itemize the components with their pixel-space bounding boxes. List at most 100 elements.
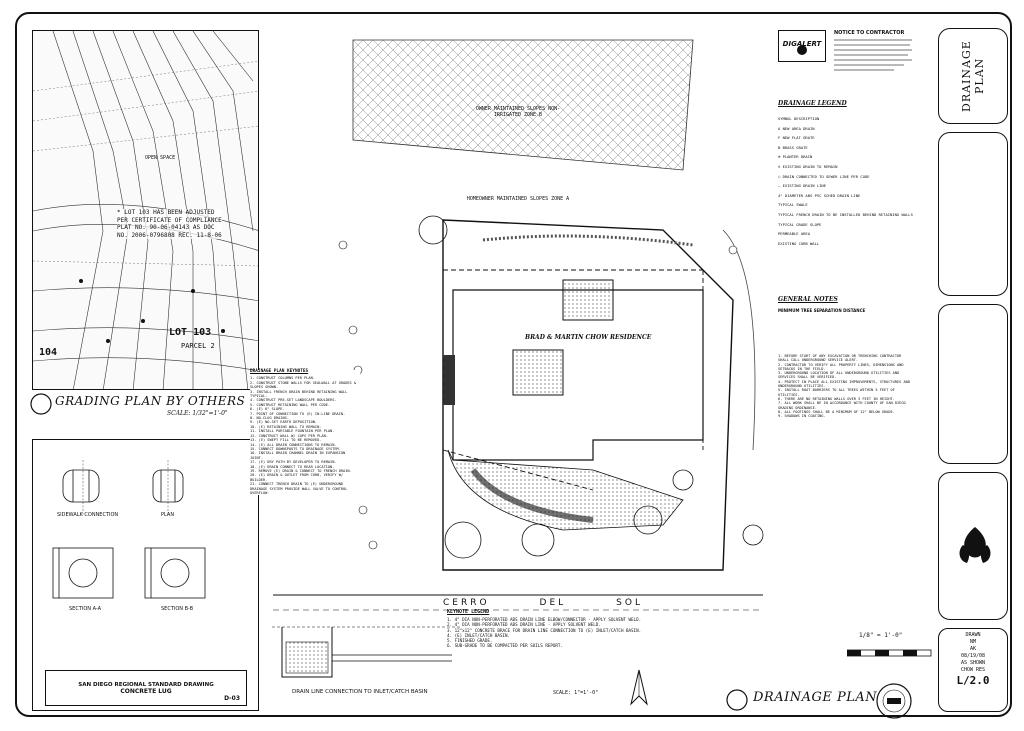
minimum-header: MINIMUM TREE SEPARATION DISTANCE	[778, 308, 866, 313]
leaf-logo-icon	[959, 527, 991, 563]
general-note-item: 4. PROTECT IN PLACE ALL EXISTING IMPROVE…	[778, 379, 910, 389]
street-word: CERRO	[443, 598, 490, 608]
lot-104-label: 104	[39, 347, 58, 358]
notes-column: DIGALERT NOTICE TO CONTRACTOR DRAINAGE L…	[774, 24, 914, 564]
north-arrow-icon	[630, 669, 648, 706]
keynote-item: 15. CONNECT DOWNSPOUTS TO DRAINAGE SYSTE…	[250, 446, 341, 451]
keynote-legend-item: 6. SUB-GRADE TO BE COMPACTED PER SOILS R…	[447, 643, 563, 649]
keynote-legend-item: 1. 4" DIA NON-PERFORATED ABS DRAIN LINE …	[447, 617, 642, 623]
general-note-item: 7. ALL WORK SHALL BE IN ACCORDANCE WITH …	[778, 401, 906, 410]
keynote-item: 17. (E) DRY PATH BY DEVELOPER TO REMAIN.	[250, 460, 337, 465]
legend-item: ⊕ PLANTER DRAIN	[778, 154, 813, 160]
keynote-item: 1. CONSTRUCT COLUMNS PER PLAN.	[250, 376, 315, 381]
detail-label-section-bb: SECTION B-B	[161, 606, 194, 612]
legend-item: ⊙ EXISTING DRAIN TO REMAIN	[778, 163, 838, 169]
keynote-legend-item: 3. 12"x12" CONCRETE BRACE FOR DRAIN LINE…	[447, 627, 642, 633]
grading-title-bubble	[30, 393, 52, 415]
keynote-legend-item: 5. FINISHED GRADE.	[447, 638, 493, 644]
keynote-item: 8. NO-CLOG DRAINS.	[250, 416, 289, 421]
keynote-item: 9. (E) NO-SET EARTH DEPOSITION.	[250, 420, 318, 425]
keynote-item: 10. (E) RETAINING WALL TO REMAIN.	[250, 424, 322, 429]
street-word: SOL	[616, 598, 643, 608]
legend-item: TYPICAL FRENCH DRAIN TO BE INSTALLED BEH…	[778, 211, 913, 217]
keynote-legend: KEYNOTE LEGEND 1. 4" DIA NON-PERFORATED …	[447, 609, 647, 649]
general-note-item: 5. INSTALL ROOT BARRIERS TO ALL TREES WI…	[778, 388, 895, 397]
scale-label: 1/8" = 1'-0"	[859, 632, 903, 639]
grading-note-line: * LOT 103 HAS BEEN ADJUSTED	[117, 209, 215, 216]
sheet-title-box: DRAINAGE PLAN	[938, 28, 1008, 124]
grading-note-block: * LOT 103 HAS BEEN ADJUSTED PER CERTIFIC…	[117, 209, 222, 239]
detail-code: D-03	[224, 695, 240, 702]
keynote-item: 12. CONSTRUCT WALL W/ CAPS PER PLAN.	[250, 433, 328, 438]
grading-contours	[33, 31, 258, 389]
keynote-item: 4. CONSTRUCT PRE-SET LANDSCAPE BOULDERS.	[250, 398, 337, 403]
legend-item: TYPICAL SWALE	[778, 202, 808, 208]
legend-item: ○ DRAIN CONNECTED TO SEWER LINE PER CODE	[778, 173, 870, 179]
section-caption: DRAIN LINE CONNECTION TO INLET/CATCH BAS…	[292, 689, 428, 695]
general-notes-list: 1. BEFORE START OF ANY EXCAVATION OR TRE…	[778, 354, 912, 418]
zone-b-label: OWNER MAINTAINED SLOPES NON-IRRIGATED ZO…	[475, 106, 561, 118]
keynote-item: 6. (E) 6" SLOPE.	[250, 407, 285, 412]
legend-list: SYMBOL DESCRIPTION A NEW AREA DRAIN F NEW …	[778, 114, 914, 248]
legend-item: — EXISTING DRAIN LINE	[778, 183, 827, 189]
keynote-item: 13. (E) SWEPT FILL TO BE REMOVED.	[250, 438, 322, 443]
shovel-icon	[797, 45, 807, 55]
residence-label: BRAD & MARTIN CHOW RESIDENCE	[525, 334, 652, 341]
legend-item: F NEW FLAT GRATE	[778, 135, 815, 141]
legend-item: PERMEABLE AREA	[778, 231, 811, 237]
parcel-label: PARCEL 2	[181, 342, 215, 350]
section-drawing	[272, 626, 462, 678]
legend-item: 4" DIAMETER ABS PVC SCHED DRAIN LINE	[778, 192, 861, 198]
keynote-legend-item: 4. (E) INLET/CATCH BASIN.	[447, 632, 511, 638]
keynote-item: 19. REMOVE (E) DRAIN & CONNECT TO FRENCH…	[250, 468, 352, 473]
dig-alert-logo: DIGALERT	[778, 30, 826, 62]
keynote-item: 18. (E) DRAIN CONNECT TO REAR LOCATION.	[250, 464, 335, 469]
grading-note-line: PER CERTIFICATE OF COMPLIANCE	[117, 216, 222, 224]
lot-label: LOT 103	[169, 327, 212, 338]
keynote-item: 16. INSTALL BRAIN CHANNEL DRAIN IN EXPAN…	[250, 451, 346, 460]
legend-item: SYMBOL DESCRIPTION	[778, 116, 820, 121]
street-name: CERRO DEL SOL	[443, 598, 643, 608]
keynote-item: 20. (E) DRAIN & OUTLET FROM CURB, VERIFY…	[250, 473, 344, 482]
catch-basin-section: DRAIN LINE CONNECTION TO INLET/CATCH BAS…	[272, 617, 462, 697]
drainage-legend-header: DRAINAGE LEGEND	[778, 100, 847, 107]
checked-value: AK	[969, 646, 977, 652]
keynote-item: 5. CONSTRUCT RETAINING WALL PER CODE.	[250, 402, 331, 407]
detail-title-block: SAN DIEGO REGIONAL STANDARD DRAWING CONC…	[45, 670, 247, 706]
detail-label-section-aa: SECTION A-A	[69, 606, 102, 612]
job-value: CHOW RES	[960, 667, 986, 673]
drainage-plan-title: DRAINAGE PLAN	[753, 690, 878, 705]
detail-label-sidewalk: SIDEWALK CONNECTION	[57, 512, 119, 518]
scale-bar	[847, 649, 932, 657]
general-note-item: 1. BEFORE START OF ANY EXCAVATION OR TRE…	[778, 354, 902, 363]
sheet-title-vertical: DRAINAGE PLAN	[960, 40, 986, 112]
detail-label-plan: PLAN	[161, 512, 175, 518]
date-value: 08/19/08	[960, 653, 986, 659]
drawn-label: DRAWN	[965, 632, 981, 638]
client-box	[938, 304, 1008, 464]
scale-value: AS SHOWN	[960, 660, 986, 666]
sheet-number: L/2.0	[956, 674, 990, 687]
notice-text-lines	[834, 39, 912, 71]
drainage-plan-area: OWNER MAINTAINED SLOPES NON-IRRIGATED ZO…	[263, 30, 773, 630]
architect-stamp	[876, 683, 912, 719]
grading-note-line: NO. 2006-0796808 REC. 11-8-06	[117, 231, 222, 239]
legend-item: TYPICAL GRADE SLOPE	[778, 221, 822, 227]
legend-item: A NEW AREA DRAIN	[778, 125, 815, 131]
grading-plan-scale: SCALE: 1/32"=1'-0"	[167, 410, 228, 417]
keynote-item: 11. INSTALL PORTABLE FOUNTAIN PER PLAN.	[250, 429, 335, 434]
general-note-item: 9. SHADOWS IN COATING.	[778, 414, 826, 419]
keynote-item: 7. POINT OF CONNECTION TO (E) IN-LINE DR…	[250, 411, 346, 416]
general-note-item: 3. UNDERGROUND LOCATION OF ALL UNDERGROU…	[778, 371, 900, 380]
keynote-legend-header: KEYNOTE LEGEND	[447, 609, 490, 615]
grading-plan-title: GRADING PLAN BY OTHERS	[55, 394, 246, 408]
general-note-item: 6. THERE ARE NO RETAINING WALLS OVER 3 F…	[778, 396, 895, 401]
firm-box	[938, 132, 1008, 296]
keynote-item: 14. (E) ALL DRAIN CONNECTIONS TO REMAIN.	[250, 442, 337, 447]
legend-item: EXISTING CURB WALL	[778, 240, 820, 246]
drainage-title-bubble	[726, 689, 748, 711]
logo-box	[938, 472, 1008, 620]
keynote-legend-item: 2. 4" DIA NON-PERFORATED ABS DRAIN LINE …	[447, 622, 601, 628]
site-plan-drawing	[273, 39, 764, 611]
keynote-header: DRAINAGE PLAN KEYNOTES	[250, 369, 309, 374]
